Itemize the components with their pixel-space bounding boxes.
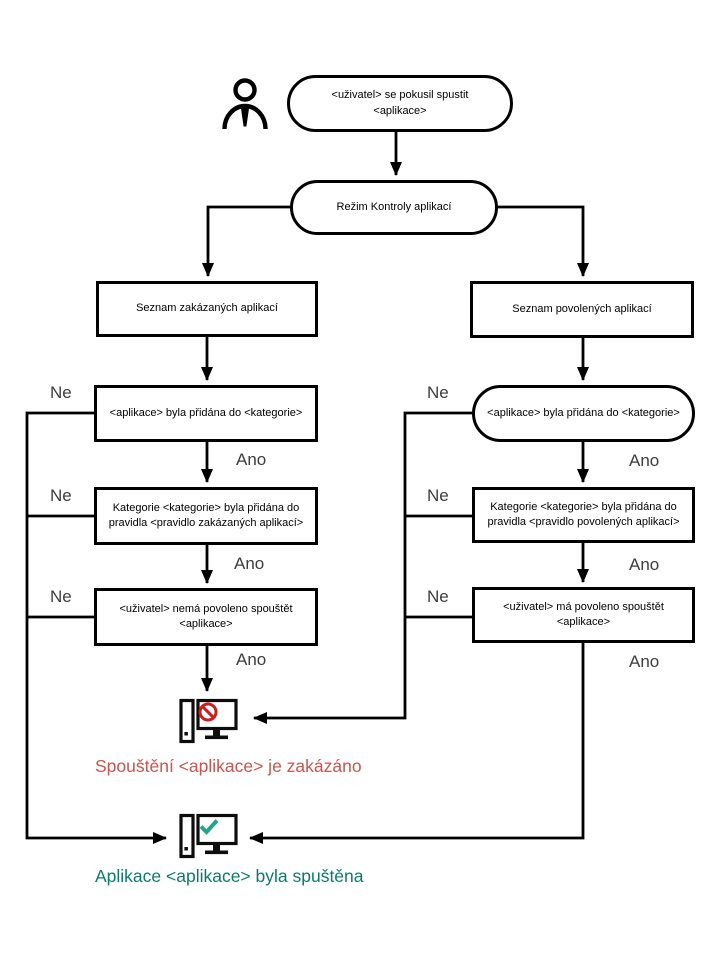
label-yes-left-1: Ano [236, 450, 267, 469]
node-start: <uživatel> se pokusil spustit <aplikace> [287, 75, 513, 132]
edge-allowuser-to-started [249, 643, 585, 844]
label-no-right-3: Ne [427, 587, 449, 606]
label-yes-left-2: Ano [234, 554, 265, 573]
node-deny-rule-check: Kategorie <kategorie> byla přidána do pr… [94, 487, 318, 545]
label-no-right-2: Ne [427, 486, 449, 505]
result-started-text: Aplikace <aplikace> byla spuštěna [95, 866, 364, 886]
node-deny-category-check: <aplikace> byla přidána do <kategorie> [94, 385, 318, 442]
label-no-left-1: Ne [50, 383, 72, 402]
node-denylist: Seznam zakázaných aplikací [96, 281, 318, 337]
edge-ne-right-trunk [253, 411, 472, 724]
label-yes-right-3: Ano [629, 652, 660, 671]
node-allowlist: Seznam povolených aplikací [470, 281, 694, 338]
check-icon [199, 819, 219, 835]
node-allow-rule-check: Kategorie <kategorie> byla přidána do pr… [472, 487, 695, 543]
label-no-left-3: Ne [50, 587, 72, 606]
node-deny-user-check: <uživatel> nemá povoleno spouštět <aplik… [94, 588, 318, 646]
computer-blocked-icon [179, 698, 238, 744]
computer-started-icon [179, 813, 238, 859]
label-yes-right-1: Ano [629, 451, 660, 470]
node-allow-category-check: <aplikace> byla přidána do <kategorie> [472, 385, 695, 442]
label-yes-right-2: Ano [629, 555, 660, 574]
label-yes-left-3: Ano [236, 650, 267, 669]
edge-mode-to-allowlist [498, 205, 589, 277]
node-application-control-mode: Režim Kontroly aplikací [290, 180, 498, 235]
user-icon [222, 78, 268, 130]
result-blocked-text: Spouštění <aplikace> je zakázáno [95, 756, 362, 776]
edge-ne-left-trunk [25, 411, 167, 844]
prohibit-icon [198, 702, 218, 722]
edge-mode-to-denylist [202, 205, 290, 277]
node-allow-user-check: <uživatel> má povoleno spouštět <aplikac… [472, 587, 695, 643]
label-no-right-1: Ne [427, 383, 449, 402]
label-no-left-2: Ne [50, 486, 72, 505]
